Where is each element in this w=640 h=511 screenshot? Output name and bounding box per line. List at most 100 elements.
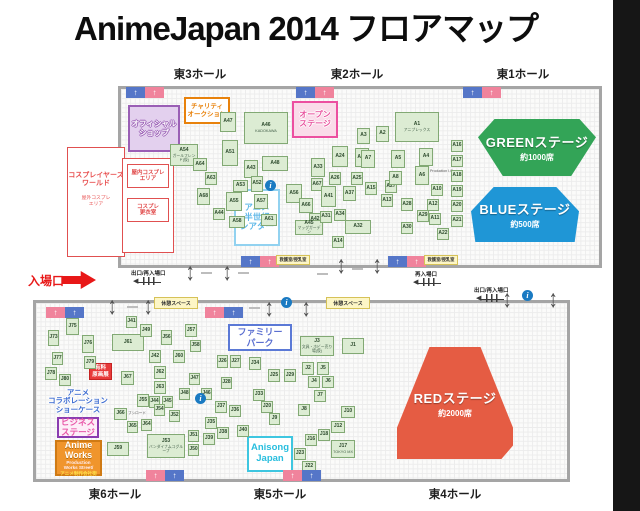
booth-A3: A3 <box>357 128 370 144</box>
booth-id: J4 <box>311 378 317 385</box>
booth-J66: J66 <box>114 408 127 420</box>
updown-arrow-icon: ↕ <box>185 258 195 286</box>
booth-id: J47 <box>190 375 199 382</box>
booth-id: J53 <box>161 438 171 445</box>
booth-id: J59 <box>113 445 123 452</box>
feature-label: 有料 <box>94 365 106 372</box>
booth-J55: J55 <box>137 394 149 407</box>
female-restroom-icon: ↑ <box>146 470 165 481</box>
restroom-icons: ↑↑ <box>241 256 279 267</box>
booth-id: J48 <box>180 390 189 397</box>
booth-A4: A4 <box>419 148 433 166</box>
female-restroom-icon: ↑ <box>482 87 501 98</box>
booth-id: J44 <box>150 398 159 405</box>
booth-A47: A47 <box>220 112 236 132</box>
booth-id: J64 <box>142 421 151 428</box>
booth-J77: J77 <box>52 352 63 365</box>
booth-A12: A12 <box>427 199 439 211</box>
restroom-icons: ↑↑ <box>388 256 426 267</box>
booth-J57: J57 <box>185 324 197 337</box>
booth-J51: J51 <box>188 430 199 442</box>
feature-sublabel: エリア <box>88 201 104 207</box>
booth-A17: A17 <box>451 155 463 167</box>
first-aid-nursing-tag: 救護室/授乳室 <box>424 255 458 265</box>
booth-id: A63 <box>206 174 216 181</box>
booth-id: J67 <box>123 374 132 381</box>
booth-id: J37 <box>216 403 226 410</box>
male-restroom-icon: ↑ <box>165 470 184 481</box>
booth-A53: A53 <box>233 180 248 192</box>
booth-id: A52 <box>252 180 262 187</box>
hall-label-bottom: 東4ホール <box>428 489 482 501</box>
booth-id: A42 <box>310 215 320 222</box>
feature-label: コラボレーション <box>48 396 108 406</box>
booth-J79: J79 <box>84 356 96 369</box>
feature-label: コスプレ <box>136 203 159 210</box>
booth-id: A30 <box>402 224 412 231</box>
male-restroom-icon: ↑ <box>388 256 407 267</box>
male-restroom-icon: ↑ <box>126 87 145 98</box>
booth-id: A5 <box>394 155 402 162</box>
booth-J50: J50 <box>188 444 199 456</box>
booth-J33: J33 <box>253 389 265 401</box>
feature-label: コスプレイヤーズ <box>68 172 124 179</box>
updown-arrow-icon: ↕ <box>336 251 346 279</box>
stage-seats: 約500席 <box>510 220 540 229</box>
booth-J67: J67 <box>121 371 134 385</box>
right-black-border <box>613 0 640 511</box>
booth-id: J28 <box>222 379 231 386</box>
updown-arrow-icon: ↕ <box>372 251 382 279</box>
green-stage: GREENステージ約1000席 <box>478 119 596 176</box>
booth-id: J38 <box>218 429 228 436</box>
booth-id: A11 <box>430 215 440 222</box>
booth-id: A3 <box>360 132 367 139</box>
booth-A51: A51 <box>222 140 238 166</box>
booth-J48: J48 <box>179 388 190 400</box>
booth-J56: J56 <box>161 330 172 345</box>
booth-J62: J62 <box>154 366 166 379</box>
booth-J80: J80 <box>59 374 71 386</box>
booth-id: A20 <box>452 202 462 209</box>
stage-name: REDステージ <box>413 390 497 406</box>
booth-id: J3 <box>314 338 320 345</box>
booth-A6: A6 <box>415 166 429 185</box>
booth-id: A2 <box>379 130 386 137</box>
booth-id: J52 <box>170 412 179 419</box>
booth-id: A66 <box>301 201 311 208</box>
booth-callout-J66: ブシロード <box>128 411 146 415</box>
booth-A24: A24 <box>332 146 348 167</box>
booth-id: A44 <box>214 210 224 217</box>
booth-id: A43 <box>246 165 256 172</box>
booth-J18: J18 <box>318 429 330 441</box>
restroom-icons: ↑↑ <box>205 307 243 318</box>
stage-seats: 約1000席 <box>520 153 554 162</box>
female-restroom-icon: ↑ <box>46 307 65 318</box>
booth-A13: A13 <box>381 194 393 207</box>
booth-id: A46 <box>261 122 271 129</box>
turnstile-icon: ◀ <box>413 278 443 287</box>
booth-id: J66 <box>116 410 125 417</box>
rest-space-tag: 休憩スペース <box>326 297 370 309</box>
booth-A66: A66 <box>299 198 313 213</box>
corridor-dash <box>317 273 328 275</box>
booth-id: J75 <box>68 322 77 329</box>
male-restroom-icon: ↑ <box>224 307 243 318</box>
male-restroom-icon: ↑ <box>463 87 482 98</box>
stage-seats: 約2000席 <box>438 408 472 418</box>
open-stage: オープンステージ <box>292 101 338 138</box>
male-restroom-icon: ↑ <box>296 87 315 98</box>
booth-id: A64 <box>195 160 205 167</box>
booth-J12: J12 <box>331 421 345 433</box>
booth-id: A12 <box>428 201 438 208</box>
booth-J37: J37 <box>215 401 227 413</box>
booth-id: J49 <box>141 326 151 333</box>
booth-J36: J36 <box>229 405 241 417</box>
booth-J2: J2 <box>302 362 314 375</box>
feature-label: Japan <box>256 453 284 464</box>
female-restroom-icon: ↑ <box>283 470 302 481</box>
booth-id: A10 <box>432 186 442 193</box>
